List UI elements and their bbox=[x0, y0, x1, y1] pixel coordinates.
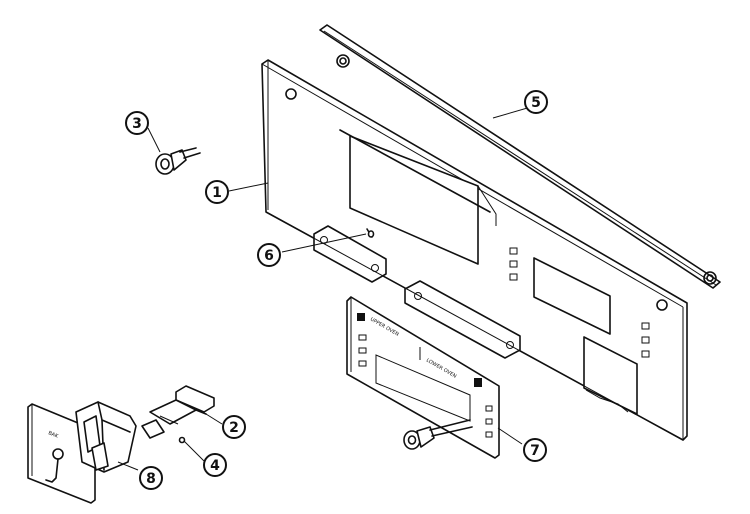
leader-lines bbox=[117, 101, 549, 471]
callout-7: 7 bbox=[523, 438, 547, 462]
svg-text:8: 8 bbox=[146, 471, 156, 487]
trim-strip bbox=[319, 24, 721, 289]
switch-assembly: BAK bbox=[27, 401, 137, 504]
callout-6: 6 bbox=[257, 243, 281, 267]
overlay-panel: UPPER OVEN LOWER OVEN bbox=[346, 296, 500, 459]
callout-8: 8 bbox=[139, 466, 163, 490]
svg-text:3: 3 bbox=[132, 116, 142, 132]
svg-text:6: 6 bbox=[264, 248, 274, 264]
screw-6 bbox=[366, 228, 375, 238]
switch bbox=[141, 385, 215, 439]
callout-1: 1 bbox=[205, 180, 229, 204]
svg-text:2: 2 bbox=[229, 420, 239, 436]
svg-text:1: 1 bbox=[212, 185, 222, 201]
control-panel bbox=[261, 59, 688, 441]
svg-text:5: 5 bbox=[531, 95, 541, 111]
svg-text:4: 4 bbox=[210, 458, 220, 474]
knob bbox=[155, 147, 201, 175]
callout-2: 2 bbox=[222, 415, 246, 439]
callout-4: 4 bbox=[203, 453, 227, 477]
svg-text:7: 7 bbox=[530, 443, 540, 459]
callout-3: 3 bbox=[125, 111, 149, 135]
overlay-knob bbox=[403, 419, 473, 450]
screw-4 bbox=[178, 436, 186, 444]
switch-label: BAK bbox=[47, 430, 59, 440]
callout-5: 5 bbox=[524, 90, 548, 114]
